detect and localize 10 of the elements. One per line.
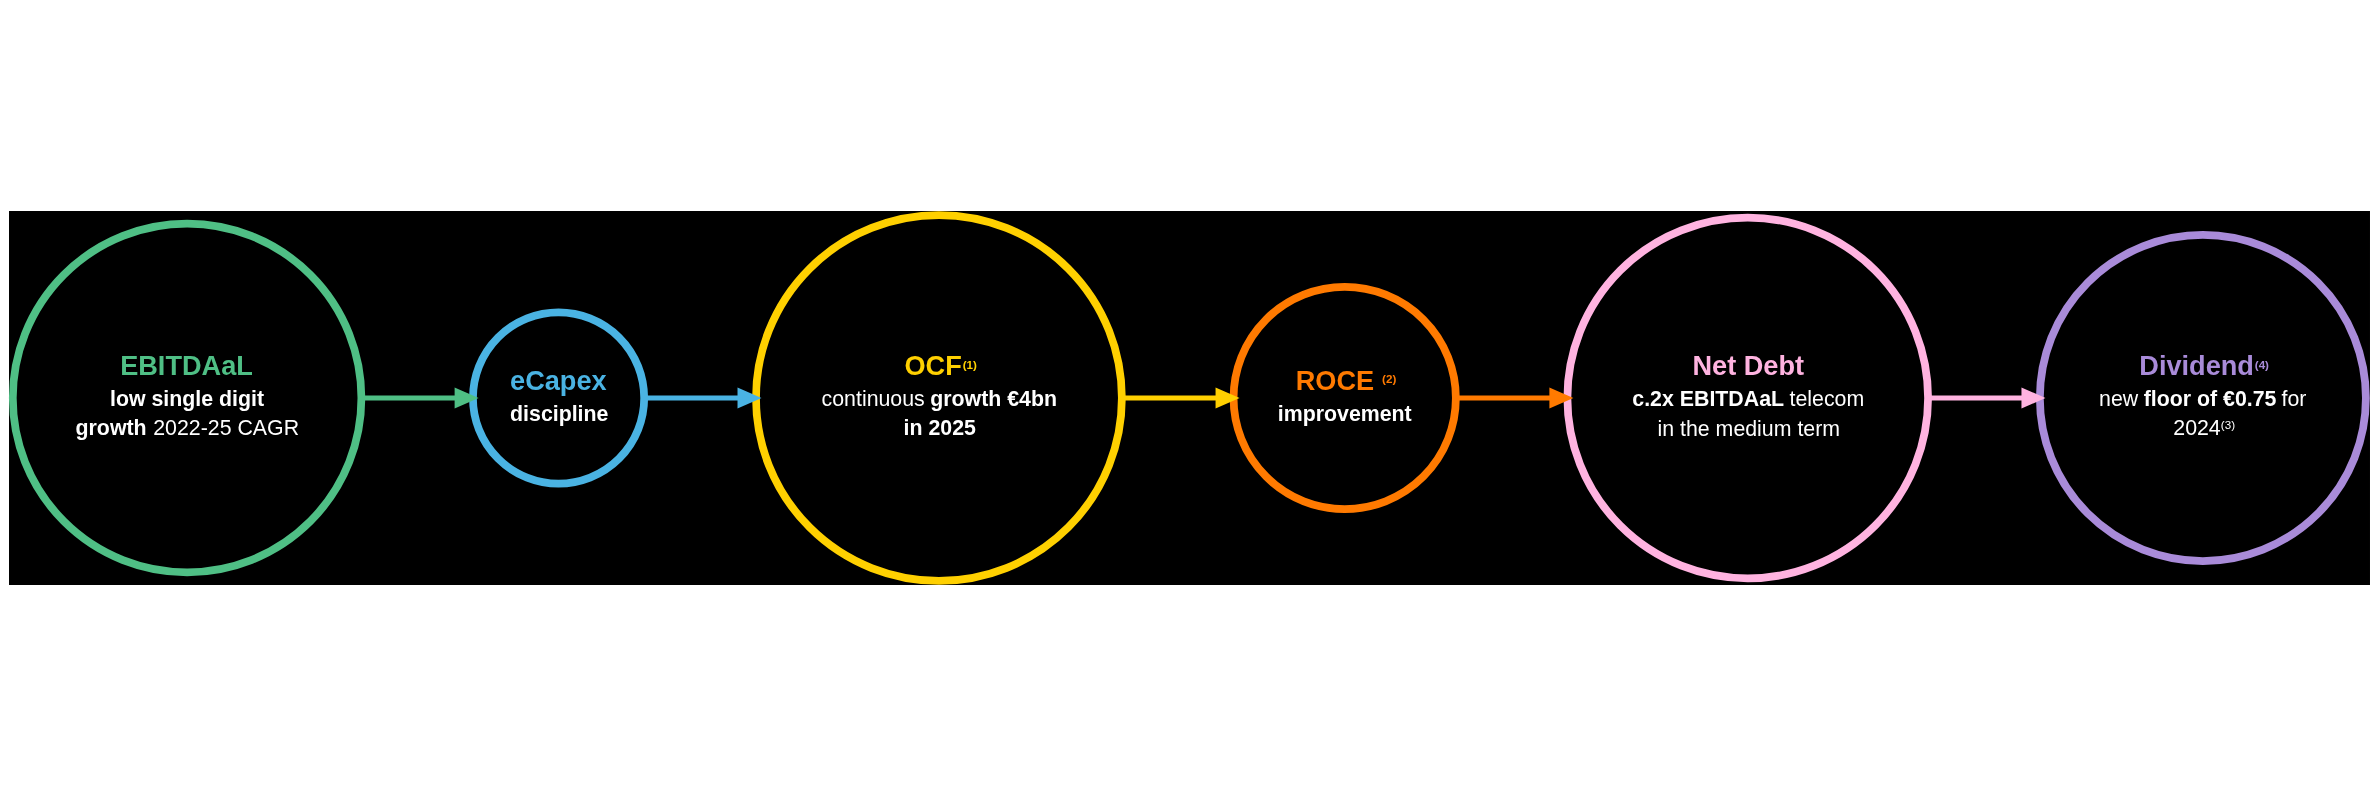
node-circle: Net Debt c.2x EBITDAaL telecom in the medium term <box>1563 213 1932 582</box>
node-circle: OCF$^{(1)}$ continuous growth €4bn in 2025 <box>752 210 1126 585</box>
arrow <box>644 387 762 408</box>
arrow <box>1456 387 1574 408</box>
node-circle: EBITDAaL low single digit growth 2022-25 CAGR <box>8 219 366 576</box>
node-circle: ROCE $^{(2)}$ improvement <box>1229 282 1460 513</box>
node-circle: Dividend$^{(4)}$ new floor of €0.75 for 2024$^{(3)}$ <box>2035 230 2370 565</box>
arrow <box>1122 387 1240 408</box>
node-circle: eCapex discipline <box>469 308 649 487</box>
arrow <box>1928 387 2046 408</box>
